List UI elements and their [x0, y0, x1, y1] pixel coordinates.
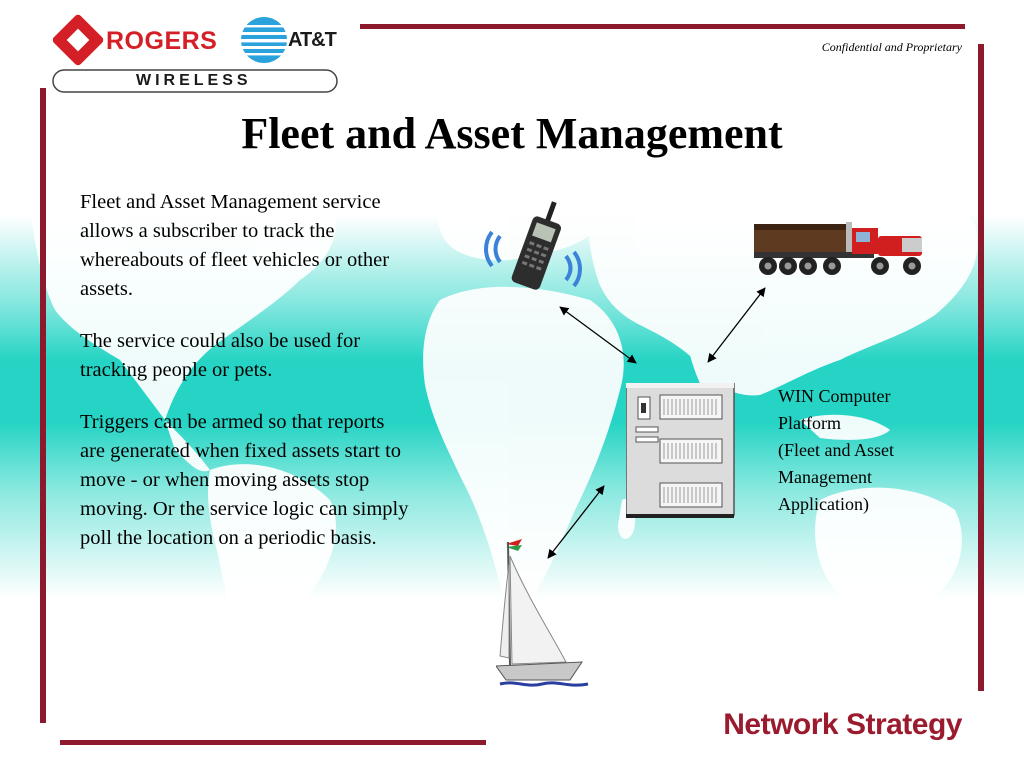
right-decorative-bar — [978, 44, 984, 691]
att-wordmark: AT&T — [288, 29, 337, 51]
server-label-line: Application) — [778, 494, 869, 514]
top-decorative-bar — [360, 24, 965, 29]
arrow-truck-server — [707, 287, 766, 363]
arrow-boat-server — [547, 485, 605, 559]
rogers-wordmark: ROGERS — [106, 27, 218, 55]
bottom-decorative-bar — [60, 740, 486, 745]
left-decorative-bar — [40, 88, 46, 723]
server-label-line: Management — [778, 467, 872, 487]
logo-graphic — [50, 10, 342, 96]
confidential-notice: Confidential and Proprietary — [821, 40, 962, 54]
server-label-line: Platform — [778, 413, 841, 433]
body-text: Fleet and Asset Management service allow… — [80, 188, 410, 576]
server-icon — [626, 383, 735, 518]
server-label-line: WIN Computer — [778, 386, 891, 406]
mobile-phone-icon — [484, 201, 582, 290]
wireless-wordmark: WIRELESS — [136, 72, 252, 89]
sailboat-icon — [496, 539, 589, 687]
truck-icon — [754, 222, 922, 275]
paragraph-people-pets: The service could also be used for track… — [80, 330, 361, 381]
rogers-att-wireless-logo: ROGERS AT&T WIRELESS — [50, 10, 342, 96]
paragraph-service-description: Fleet and Asset Management service allow… — [80, 191, 390, 300]
server-label: WIN Computer Platform (Fleet and Asset M… — [778, 383, 948, 518]
paragraph-triggers: Triggers can be armed so that reports ar… — [80, 411, 409, 549]
footer-network-strategy: Network Strategy — [723, 708, 962, 741]
server-label-line: (Fleet and Asset — [778, 440, 894, 460]
arrow-phone-server — [559, 306, 637, 364]
slide-title: Fleet and Asset Management — [241, 109, 783, 158]
